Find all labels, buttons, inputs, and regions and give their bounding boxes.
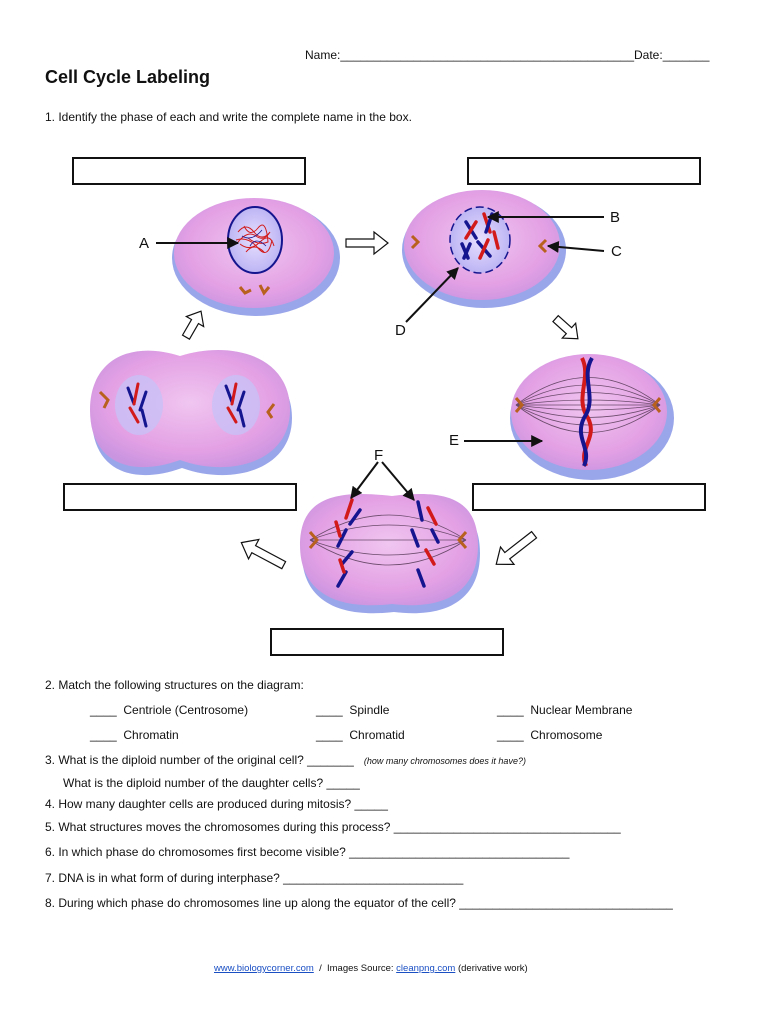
interphase-cell	[172, 198, 340, 316]
page-title: Cell Cycle Labeling	[45, 67, 211, 87]
match-label: Spindle	[349, 703, 390, 717]
match-blank[interactable]: ____	[316, 728, 343, 742]
footer-suffix: (derivative work)	[455, 963, 528, 974]
match-label: Chromosome	[530, 728, 603, 742]
separating-chromatids	[334, 498, 440, 588]
arrow-prophase-to-metaphase	[552, 314, 579, 340]
cycle-arrows	[181, 230, 579, 570]
pointer-f-right	[381, 461, 415, 501]
name-blank[interactable]: ________________________________________…	[340, 48, 634, 62]
match-item: ____ Nuclear Membrane	[497, 703, 632, 717]
question-5[interactable]: 5. What structures moves the chromosomes…	[45, 820, 621, 834]
label-e: E	[449, 432, 459, 449]
footer-source-link[interactable]: cleanpng.com	[396, 963, 456, 974]
answer-box-telophase[interactable]	[63, 483, 297, 511]
answer-box-prophase[interactable]	[467, 157, 701, 185]
question-7[interactable]: 7. DNA is in what form of during interph…	[45, 871, 464, 885]
date-blank[interactable]: _______	[662, 48, 710, 62]
pointer-d	[405, 267, 459, 323]
match-blank[interactable]: ____	[90, 703, 117, 717]
match-blank[interactable]: ____	[497, 728, 524, 742]
date-label: Date:	[634, 48, 663, 62]
arrow-anaphase-to-telophase	[240, 538, 287, 570]
footer-separator: / Images Source:	[313, 963, 397, 974]
metaphase-cell	[510, 354, 674, 480]
match-blank[interactable]: ____	[316, 703, 343, 717]
label-b: B	[610, 209, 620, 226]
arrow-interphase-to-prophase	[345, 230, 389, 256]
match-item: ____ Chromatid	[316, 728, 405, 742]
cell-cycle-diagram: A B C D E F	[90, 190, 674, 614]
label-f: F	[374, 447, 383, 464]
question-3-note: (how many chromosomes does it have?)	[363, 756, 526, 766]
match-item: ____ Chromosome	[497, 728, 602, 742]
spindle-fibers	[309, 514, 467, 566]
pointer-c	[546, 240, 605, 253]
match-item: ____ Chromatin	[90, 728, 179, 742]
name-line: Name:___________________________________…	[305, 48, 709, 62]
match-label: Chromatin	[123, 728, 179, 742]
match-blank[interactable]: ____	[90, 728, 117, 742]
nucleus	[212, 375, 260, 435]
pointer-f-left	[350, 461, 379, 499]
label-c: C	[611, 243, 622, 260]
centriole	[238, 286, 252, 295]
answer-box-anaphase[interactable]	[270, 628, 504, 656]
name-label: Name:	[305, 48, 341, 62]
centriole	[514, 397, 524, 413]
match-label: Centriole (Centrosome)	[123, 703, 249, 717]
answer-box-interphase[interactable]	[72, 157, 306, 185]
question-4[interactable]: 4. How many daughter cells are produced …	[45, 797, 388, 811]
label-pointers	[156, 211, 605, 501]
question-1: 1. Identify the phase of each and write …	[45, 110, 412, 124]
chromosomes	[578, 356, 594, 467]
chromosomes	[126, 382, 246, 428]
answer-box-metaphase[interactable]	[472, 483, 706, 511]
question-3-text[interactable]: 3. What is the diploid number of the ori…	[45, 753, 354, 767]
match-label: Chromatid	[349, 728, 405, 742]
question-2: 2. Match the following structures on the…	[45, 678, 304, 692]
nucleus	[115, 375, 163, 435]
prophase-cell	[402, 190, 566, 308]
question-3: 3. What is the diploid number of the ori…	[45, 753, 526, 767]
footer-site-link[interactable]: www.biologycorner.com	[214, 963, 314, 974]
match-label: Nuclear Membrane	[530, 703, 633, 717]
match-blank[interactable]: ____	[497, 703, 524, 717]
footer: www.biologycorner.com / Images Source: c…	[214, 963, 528, 974]
arrow-metaphase-to-anaphase	[495, 530, 538, 565]
question-8[interactable]: 8. During which phase do chromosomes lin…	[45, 896, 673, 910]
centriole	[308, 531, 319, 549]
label-a: A	[139, 235, 149, 252]
label-d: D	[395, 322, 406, 339]
anaphase-cell	[300, 493, 480, 614]
centriole	[410, 234, 421, 250]
centriole	[98, 390, 110, 409]
arrow-telophase-to-interphase	[181, 310, 205, 340]
question-3-sub[interactable]: What is the diploid number of the daught…	[63, 776, 360, 790]
match-item: ____ Spindle	[316, 703, 389, 717]
telophase-cell	[90, 349, 292, 476]
question-6[interactable]: 6. In which phase do chromosomes first b…	[45, 845, 570, 859]
match-item: ____ Centriole (Centrosome)	[90, 703, 248, 717]
